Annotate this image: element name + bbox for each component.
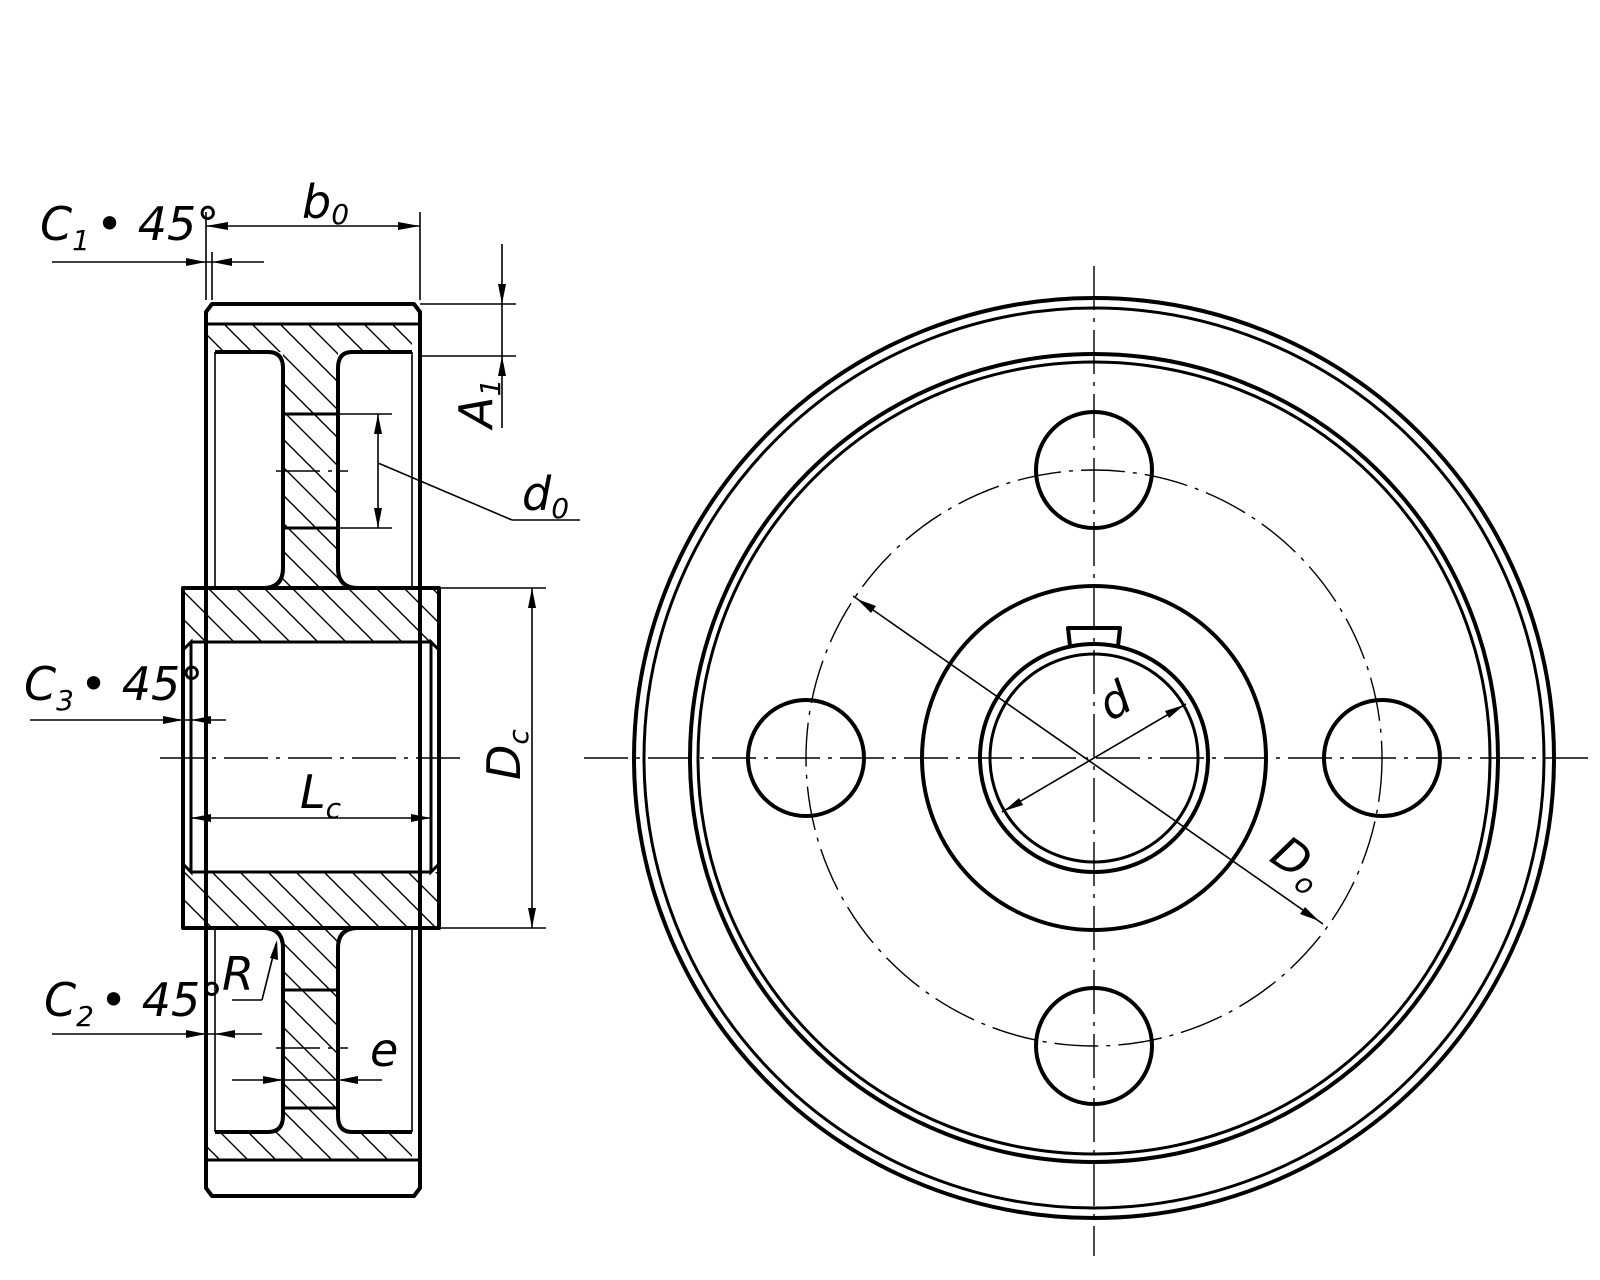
label-c2: C2• 45° (44, 973, 223, 1033)
label-dc: Dc (477, 729, 535, 780)
label-a1: A1 (449, 379, 507, 431)
label-b0: b0 (302, 175, 349, 231)
label-r: R (222, 947, 254, 1001)
label-c1: C1• 45° (40, 197, 219, 257)
label-lc: Lc (300, 765, 342, 825)
front-view (584, 266, 1594, 1256)
label-c3: C3• 45° (24, 657, 203, 717)
label-d0: d0 (522, 467, 569, 525)
front-dimensions (852, 595, 1324, 925)
label-d: d (1089, 670, 1142, 732)
label-e: e (370, 1023, 398, 1077)
section-dimensions (30, 212, 580, 1084)
section-view (160, 302, 468, 1198)
label-do: Do (1259, 825, 1335, 903)
rim-outline (204, 302, 422, 1198)
